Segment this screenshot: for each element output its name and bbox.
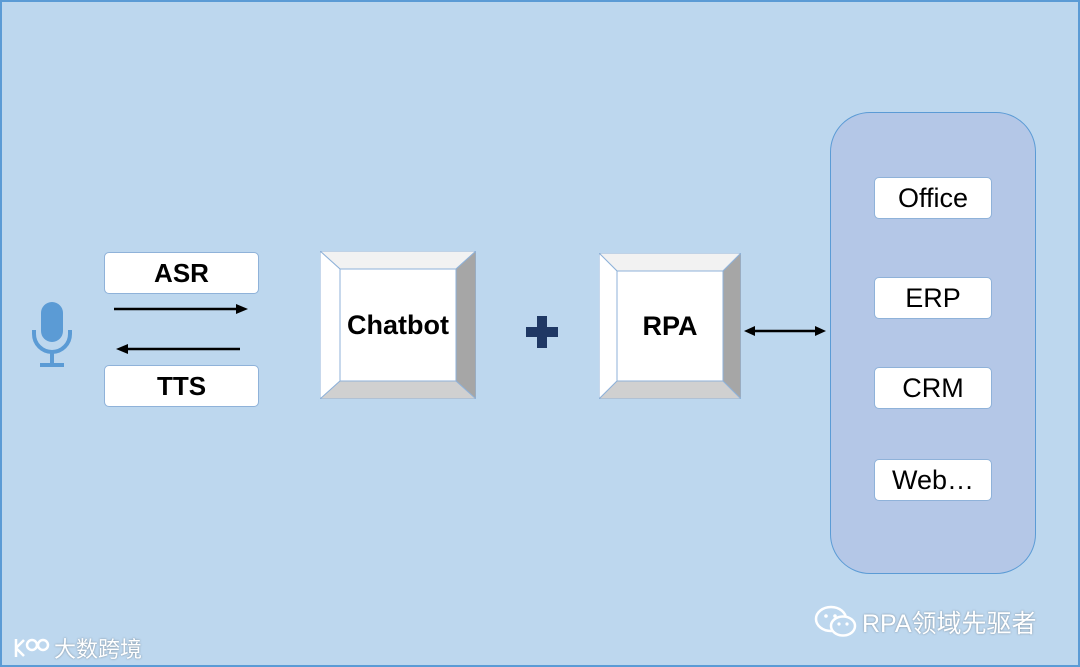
- system-web-label: Web…: [891, 464, 975, 495]
- chatbot-label: Chatbot: [347, 309, 449, 340]
- rpa-systems-double-arrow: [744, 326, 826, 336]
- asr-arrow: [114, 304, 248, 314]
- system-crm-box: CRM: [874, 367, 992, 409]
- system-office-box: Office: [874, 177, 992, 219]
- chatbot-box: Chatbot: [320, 251, 476, 399]
- system-office-label: Office: [897, 182, 969, 213]
- rpa-box: RPA: [599, 253, 741, 399]
- system-web-box: Web…: [874, 459, 992, 501]
- systems-panel: Office ERP CRM Web…: [830, 112, 1036, 574]
- watermark-left-text: 大数跨境: [54, 637, 143, 662]
- wechat-icon: [814, 605, 857, 637]
- watermark-left: 大数跨境: [12, 632, 142, 664]
- microphone-icon: [32, 302, 72, 367]
- watermark-right-text: RPA领域先驱者: [862, 610, 1037, 638]
- tts-label: TTS: [156, 370, 207, 401]
- watermark-right: RPA领域先驱者: [814, 604, 1037, 640]
- tts-arrow: [116, 344, 240, 354]
- plus-icon: [526, 316, 558, 348]
- logo-icon: [14, 638, 50, 657]
- asr-label: ASR: [154, 257, 209, 288]
- system-erp-box: ERP: [874, 277, 992, 319]
- asr-box: ASR: [104, 252, 259, 294]
- tts-box: TTS: [104, 365, 259, 407]
- rpa-label: RPA: [642, 310, 698, 341]
- system-erp-label: ERP: [905, 282, 961, 313]
- system-crm-label: CRM: [902, 372, 964, 403]
